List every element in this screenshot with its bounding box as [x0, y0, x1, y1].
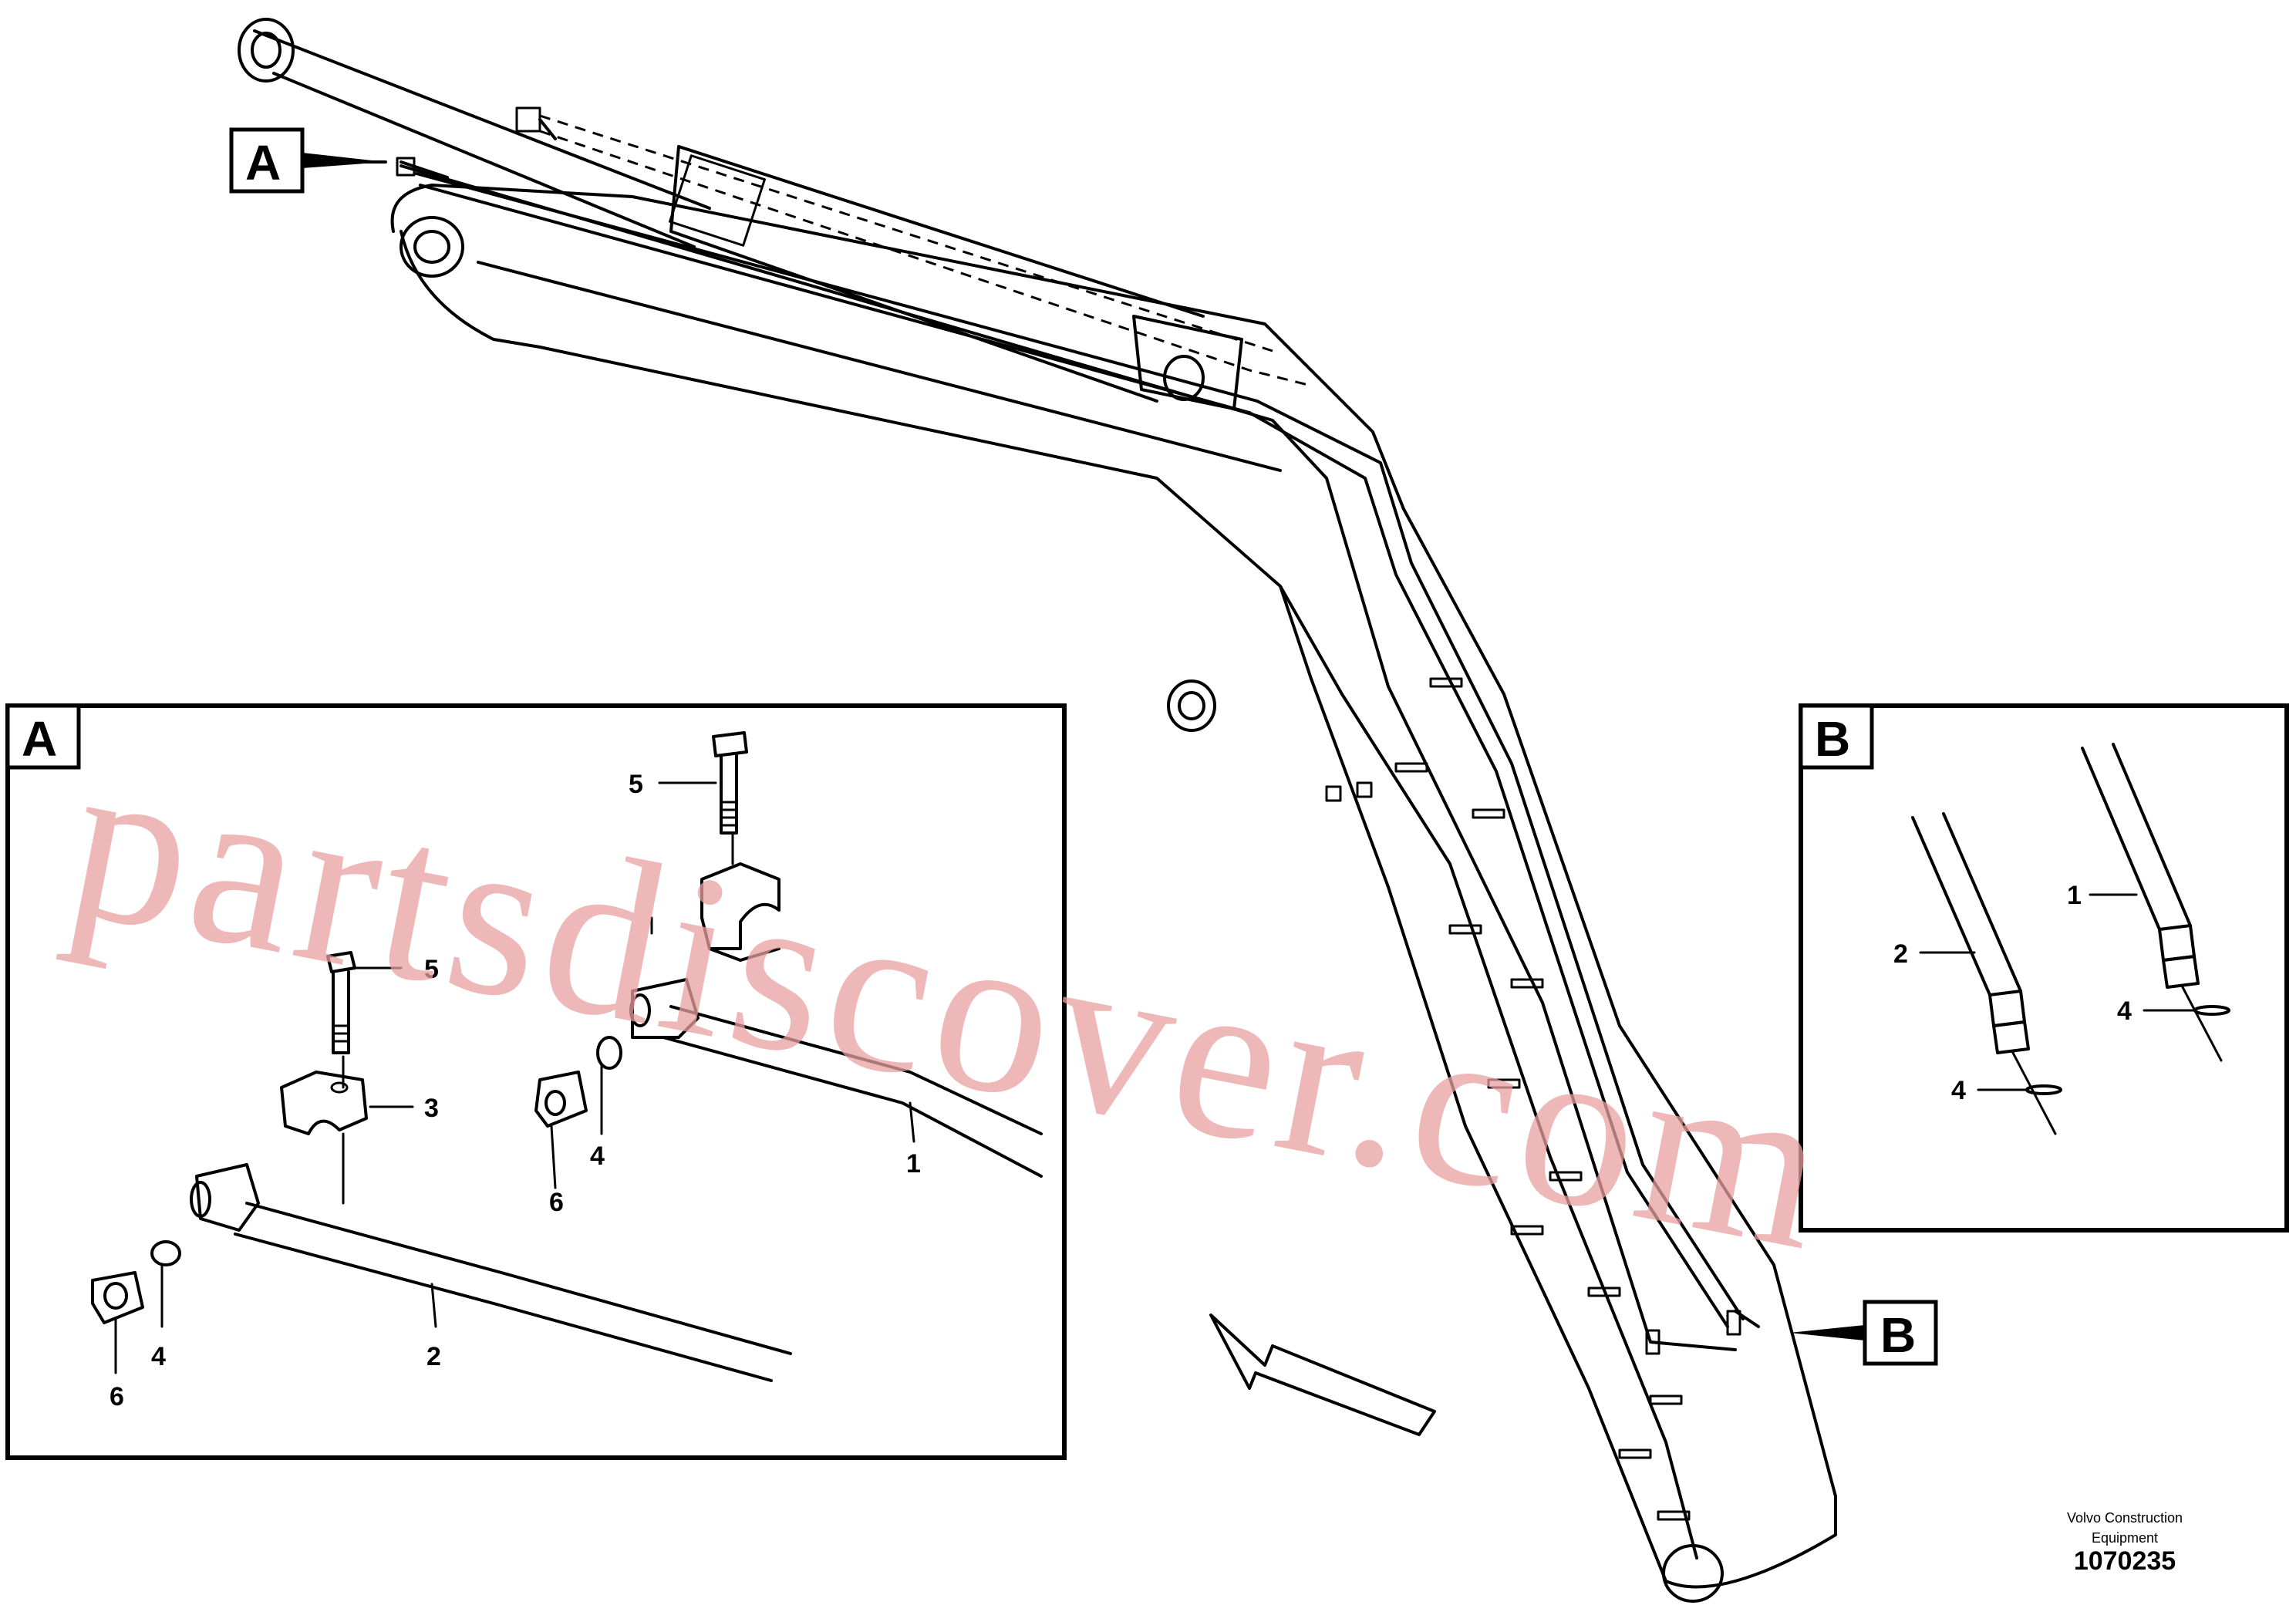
- brand-block: Volvo Construction Equipment: [2025, 1508, 2225, 1548]
- label-6-right: 6: [549, 1188, 564, 1217]
- clamp-3: [280, 1071, 368, 1135]
- label-1: 1: [906, 1149, 921, 1179]
- b-label-1: 1: [2067, 881, 2082, 910]
- view-a-callout: A: [229, 127, 387, 194]
- brand-line-2: Equipment: [2091, 1530, 2159, 1546]
- label-3: 3: [424, 1094, 439, 1123]
- direction-arrow: [1209, 1313, 1436, 1436]
- boom-drawing: [238, 18, 1837, 1603]
- label-4-right: 4: [590, 1141, 605, 1171]
- detail-b-label: B: [1815, 711, 1850, 767]
- b-label-2: 2: [1893, 939, 1908, 969]
- b-tube-2: [1911, 812, 2062, 1135]
- b-tube-1: [2081, 743, 2230, 1062]
- tube-2-detail: [91, 1163, 792, 1382]
- tube-1: [415, 172, 1745, 1320]
- label-2: 2: [426, 1342, 441, 1371]
- label-5-top: 5: [629, 770, 643, 799]
- b-label-4-right: 4: [2117, 996, 2132, 1026]
- brand-line-1: Volvo Construction: [2066, 1510, 2183, 1526]
- label-4-left: 4: [151, 1342, 166, 1371]
- clamp-upper: [700, 862, 781, 962]
- watermark-text: partsdiscover.com: [52, 708, 1849, 1300]
- b-label-4-left: 4: [1951, 1076, 1966, 1105]
- label-5-mid: 5: [424, 955, 439, 984]
- document-number: 1070235: [2073, 1546, 2176, 1576]
- detail-a: A: [5, 703, 1067, 1460]
- view-a-label: A: [245, 135, 281, 191]
- hidden-hose: [539, 130, 1312, 387]
- detail-a-label: A: [22, 711, 57, 767]
- watermark: partsdiscover.com: [52, 708, 1849, 1300]
- view-b-label: B: [1880, 1307, 1916, 1363]
- view-b-callout: B: [1789, 1300, 1938, 1366]
- bolt-5-top: [712, 731, 748, 835]
- tube-2: [400, 164, 1737, 1351]
- detail-b: B 1 2 4 4: [1799, 703, 2289, 1233]
- label-6-left: 6: [110, 1382, 124, 1411]
- tube-1-detail: [534, 978, 1043, 1178]
